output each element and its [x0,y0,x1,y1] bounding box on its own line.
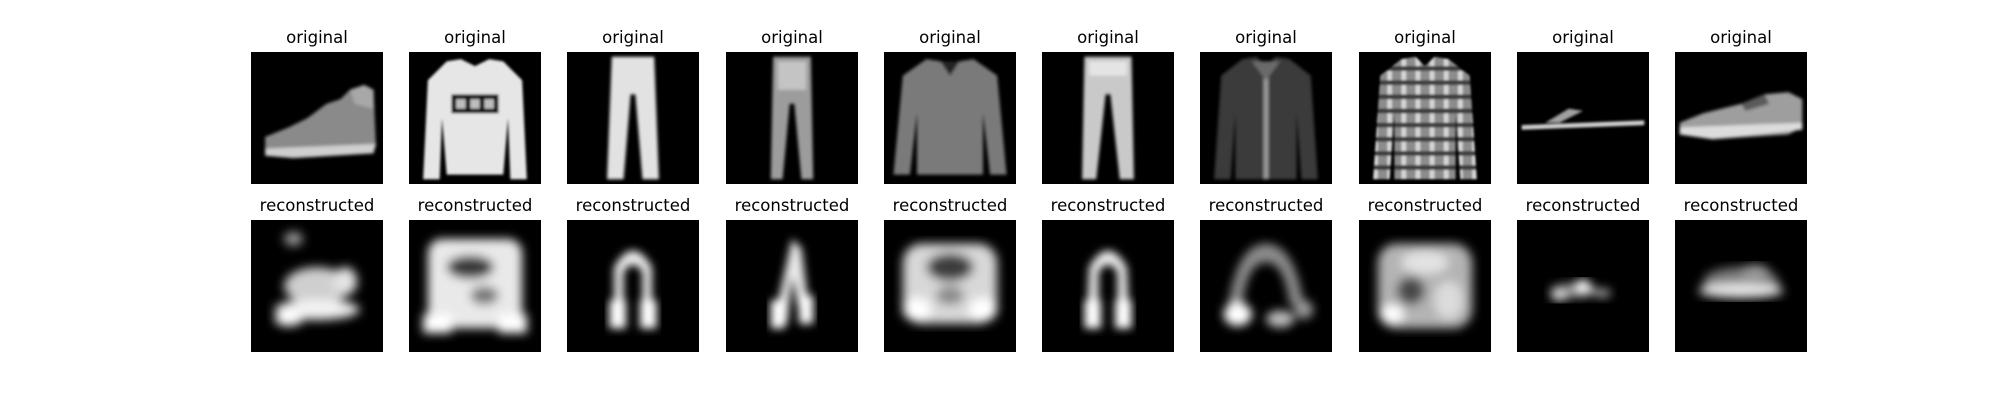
reconstruction-image [1359,220,1491,352]
panel-title: reconstructed [575,196,691,215]
reconstruction-image [567,220,699,352]
coat-image [1200,52,1332,184]
panel-title: reconstructed [1050,196,1166,215]
panel-title: original [286,28,348,47]
sandal-image [1517,52,1649,184]
reconstruction-image [1200,220,1332,352]
reconstruction-image [1675,220,1807,352]
ankle-boot-image [251,52,383,184]
reconstruction-image [1517,220,1649,352]
pullover-image [409,52,541,184]
panel-title: reconstructed [1525,196,1641,215]
panel-title: original [1235,28,1297,47]
panel-title: original [1394,28,1456,47]
panel-title: reconstructed [1208,196,1324,215]
reconstruction-image [884,220,1016,352]
trouser-image [726,52,858,184]
panel-title: reconstructed [1367,196,1483,215]
panel-title: original [1710,28,1772,47]
panel-title: reconstructed [417,196,533,215]
shirt-image [884,52,1016,184]
panel-title: reconstructed [259,196,375,215]
panel-title: original [444,28,506,47]
reconstruction-image [409,220,541,352]
sneaker-image [1675,52,1807,184]
trouser-image [567,52,699,184]
plaid-shirt-image [1359,52,1491,184]
reconstruction-image [1042,220,1174,352]
reconstruction-image [251,220,383,352]
panel-title: reconstructed [734,196,850,215]
panel-title: reconstructed [1683,196,1799,215]
panel-title: original [1552,28,1614,47]
panel-title: original [919,28,981,47]
panel-title: original [761,28,823,47]
trouser-image [1042,52,1174,184]
panel-title: original [1077,28,1139,47]
panel-title: original [602,28,664,47]
reconstruction-image [726,220,858,352]
panel-title: reconstructed [892,196,1008,215]
